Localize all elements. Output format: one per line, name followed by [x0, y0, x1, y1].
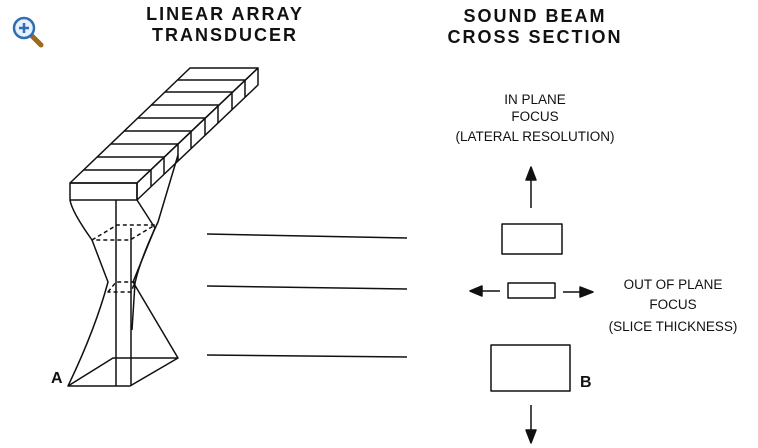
- sound-beam: [67, 154, 179, 387]
- beam-bottom-face: [67, 357, 179, 387]
- in-plane-line-3: (LATERAL RESOLUTION): [455, 129, 615, 144]
- in-plane-focus-label: IN PLANE FOCUS (LATERAL RESOLUTION): [420, 89, 650, 147]
- cross-section-heading-line-2: CROSS SECTION: [447, 27, 623, 47]
- leader-line-bottom: [206, 354, 408, 358]
- transducer-array: [69, 67, 259, 201]
- zoom-in-icon[interactable]: [10, 14, 46, 50]
- cross-section-bottom: [490, 344, 571, 392]
- cross-section-middle: [507, 282, 556, 299]
- transducer-heading: LINEAR ARRAY TRANSDUCER: [130, 4, 320, 46]
- leader-line-top: [206, 233, 408, 239]
- arrow-right: [563, 286, 594, 298]
- cross-section-heading: SOUND BEAM CROSS SECTION: [430, 6, 640, 48]
- arrow-left: [469, 285, 500, 297]
- array-element-dividers: [84, 79, 246, 186]
- beam-left-edge: [67, 199, 109, 387]
- point-b-label: B: [580, 374, 592, 391]
- transducer-heading-line-2: TRANSDUCER: [152, 25, 298, 45]
- focal-plane-bottom: [107, 281, 136, 293]
- focal-plane-top: [91, 224, 156, 241]
- transducer-heading-line-1: LINEAR ARRAY: [146, 4, 304, 24]
- out-of-plane-line-1: OUT OF PLANE: [623, 277, 723, 292]
- out-of-plane-line-3: (SLICE THICKNESS): [608, 319, 738, 334]
- arrow-up: [525, 166, 537, 208]
- leader-line-middle: [206, 285, 408, 290]
- out-of-plane-focus-label: OUT OF PLANE FOCUS (SLICE THICKNESS): [590, 274, 756, 337]
- arrow-down: [525, 405, 537, 444]
- cross-section-top: [501, 223, 563, 255]
- cross-section-heading-line-1: SOUND BEAM: [463, 6, 607, 26]
- beam-right-edge: [132, 199, 179, 359]
- in-plane-line-2: FOCUS: [511, 109, 559, 124]
- out-of-plane-line-2: FOCUS: [649, 297, 697, 312]
- array-front-face: [69, 182, 138, 201]
- point-a-label: A: [51, 370, 63, 387]
- in-plane-line-1: IN PLANE: [504, 92, 566, 107]
- array-side-face: [136, 67, 259, 201]
